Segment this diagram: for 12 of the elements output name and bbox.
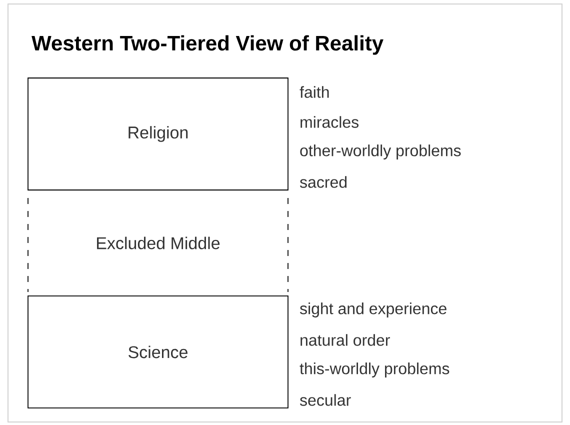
tier-box: Science: [28, 296, 288, 408]
side-note: natural order: [300, 334, 390, 346]
side-note: other-worldly problems: [300, 144, 461, 160]
side-note: this-worldly problems: [300, 362, 450, 378]
side-note: secular: [300, 394, 351, 406]
side-note: miracles: [300, 116, 358, 128]
tier-box: Religion: [28, 78, 288, 190]
title: Western Two-Tiered View of Reality: [32, 35, 384, 55]
side-note: sight and experience: [300, 302, 446, 318]
dashed-tier: Excluded Middle: [28, 198, 288, 292]
side-note: sacred: [300, 176, 347, 188]
side-note: faith: [300, 86, 329, 98]
